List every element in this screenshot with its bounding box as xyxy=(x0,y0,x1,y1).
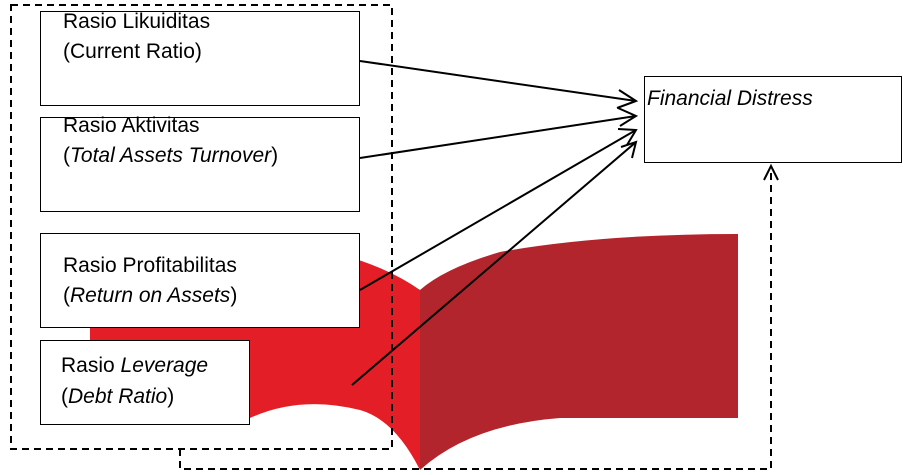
current-ratio-title: Rasio Likuiditas xyxy=(63,10,211,33)
activity-ratio-subtitle: (Total Assets Turnover) xyxy=(63,144,279,167)
profitability-ratio-subtitle: (Return on Assets) xyxy=(63,284,238,307)
financial-distress-box: Financial Distress xyxy=(644,76,902,163)
profitability-ratio-title: Rasio Profitabilitas xyxy=(63,254,237,277)
arrowhead-4 xyxy=(620,140,638,159)
leverage-ratio-subtitle: (Debt Ratio) xyxy=(61,385,175,408)
independent-variables-frame xyxy=(10,4,393,450)
arrow-debt-ratio xyxy=(351,141,637,386)
current-ratio-box: Rasio Likuiditas (Current Ratio) xyxy=(40,10,360,106)
arrow-total-assets-turnover xyxy=(359,115,637,159)
arrowhead-3 xyxy=(617,128,638,146)
financial-distress-label: Financial Distress xyxy=(647,87,813,110)
activity-ratio-box: Rasio Aktivitas (Total Assets Turnover) xyxy=(40,114,360,212)
arrow-return-on-assets xyxy=(359,129,637,291)
dashed-connector xyxy=(179,166,772,470)
leverage-ratio-title: Rasio Leverage xyxy=(61,354,209,377)
arrowhead-2 xyxy=(617,107,639,127)
red-ribbon-right xyxy=(420,234,738,470)
arrow-current-ratio xyxy=(359,60,637,102)
arrowhead-1 xyxy=(616,89,639,109)
profitability-ratio-box: Rasio Profitabilitas (Return on Assets) xyxy=(40,233,360,328)
activity-ratio-title: Rasio Aktivitas xyxy=(63,114,200,137)
dashed-connector-arrowhead xyxy=(763,163,779,181)
leverage-ratio-box: Rasio Leverage (Debt Ratio) xyxy=(40,340,250,425)
current-ratio-subtitle: (Current Ratio) xyxy=(63,40,202,63)
